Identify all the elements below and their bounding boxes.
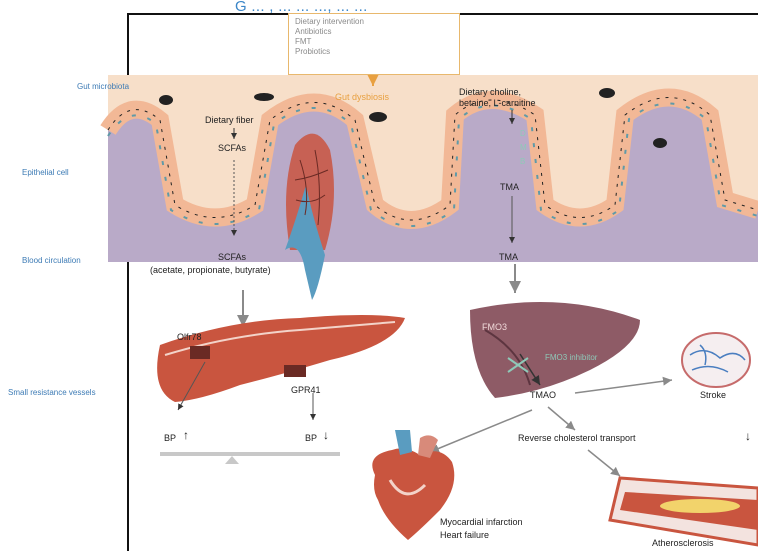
label-gut-microbiota: Gut microbiota xyxy=(77,82,129,91)
label-reverse-cholesterol: Reverse cholesterol transport xyxy=(518,433,636,444)
label-gut-dysbiosis: Gut dysbiosis xyxy=(335,92,389,103)
label-tma-blood: TMA xyxy=(499,252,518,263)
label-myocardial-infarction: Myocardial infarction xyxy=(440,517,523,528)
label-stroke: Stroke xyxy=(700,390,726,401)
liver-organ xyxy=(470,302,640,398)
label-cut-d: D xyxy=(520,128,526,139)
label-cut-m: M xyxy=(520,142,527,153)
label-gpr41: GPR41 xyxy=(291,385,321,396)
intervention-item: Dietary intervention xyxy=(289,14,459,27)
label-atherosclerosis: Atherosclerosis xyxy=(652,538,714,549)
label-tmao: TMAO xyxy=(530,390,556,401)
microbe xyxy=(159,95,173,105)
intervention-box: Dietary intervention Antibiotics FMT Pro… xyxy=(288,13,460,75)
arrow-up-icon: ↑ xyxy=(183,430,189,441)
label-epithelial-cell: Epithelial cell xyxy=(22,168,69,177)
balance-scale xyxy=(160,452,340,456)
label-dietary-fiber: Dietary fiber xyxy=(205,115,254,126)
intervention-item: Antibiotics xyxy=(289,27,459,37)
label-bp-left: BP xyxy=(164,433,176,444)
label-dietary-choline-2: betaine, L-carnitine xyxy=(459,98,536,109)
microbe xyxy=(369,112,387,122)
label-scfas-gut: SCFAs xyxy=(218,143,246,154)
label-scfas-types: (acetate, propionate, butyrate) xyxy=(150,265,271,276)
brain-icon xyxy=(682,333,750,387)
label-olfr78: Olfr78 xyxy=(177,332,202,343)
label-blood-circulation: Blood circulation xyxy=(22,256,81,265)
arrow-down-icon: ↓ xyxy=(323,430,329,441)
microbe xyxy=(254,93,274,101)
label-cut-b: B xyxy=(520,156,525,167)
label-dietary-choline-1: Dietary choline, xyxy=(459,87,521,98)
microbe xyxy=(653,138,667,148)
label-fmo3: FMO3 xyxy=(482,322,507,333)
label-heart-failure: Heart failure xyxy=(440,530,489,541)
intervention-item: FMT xyxy=(289,37,459,47)
label-fmo3-inhibitor: FMO3 inhibitor xyxy=(545,352,597,363)
label-small-resistance-vessels: Small resistance vessels xyxy=(8,388,96,397)
label-tma-gut: TMA xyxy=(500,182,519,193)
label-bp-right: BP xyxy=(305,433,317,444)
arrow-down-icon: ↓ xyxy=(745,431,751,442)
intervention-item: Probiotics xyxy=(289,47,459,57)
microbe xyxy=(599,88,615,98)
label-scfas-blood: SCFAs xyxy=(218,252,246,263)
